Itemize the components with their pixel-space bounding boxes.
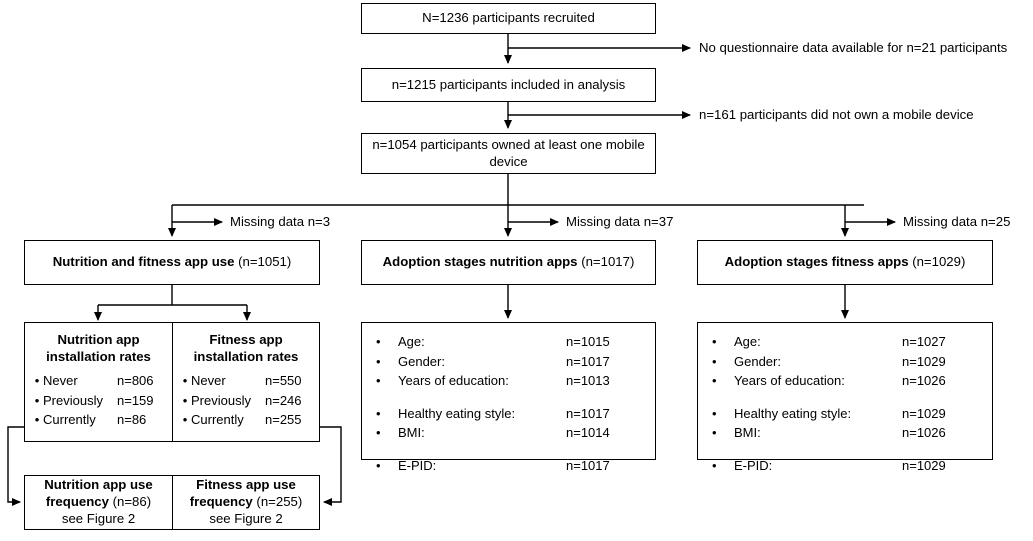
nutrition-frequency-figure-ref: see Figure 2 xyxy=(61,511,136,527)
nutrition-install-title-line2: installation rates xyxy=(46,349,151,365)
detail-row: • Age: n=1027 xyxy=(712,334,946,349)
installation-row: • Previously n=246 xyxy=(182,392,302,408)
recruited-label: N=1236 participants recruited xyxy=(422,10,595,26)
adoption-nutrition-count: (n=1017) xyxy=(577,254,635,270)
box-nutrition-variables-detail: • Age: n=1015 • Gender: n=1017 • Years o… xyxy=(361,322,656,473)
box-installation-rates: Nutrition app installation rates • Never… xyxy=(24,322,320,442)
detail-group-spacer xyxy=(376,443,641,456)
owned-device-label: n=1054 participants owned at least one m… xyxy=(372,136,645,169)
fitness-install-rows: • Never n=550 • Previously n=246 • Curre… xyxy=(179,371,313,430)
missing-data-label-adoption-nutrition: Missing data n=37 xyxy=(566,214,674,229)
detail-row: • Gender: n=1017 xyxy=(376,353,610,369)
nutrition-frequency-line2: frequency xyxy=(45,493,109,509)
installation-rates-fitness: Fitness app installation rates • Never n… xyxy=(172,323,319,441)
fitness-frequency-line2: frequency xyxy=(189,493,253,509)
box-adoption-stages-nutrition-apps: Adoption stages nutrition apps (n=1017) xyxy=(361,240,656,285)
installation-row: • Never n=550 xyxy=(182,373,302,389)
detail-row: • Gender: n=1029 xyxy=(712,353,946,369)
detail-row: • E-PID: n=1017 xyxy=(376,457,610,473)
box-participants-recruited: N=1236 participants recruited xyxy=(361,3,656,34)
included-label: n=1215 participants included in analysis xyxy=(391,76,626,92)
app-use-title: Nutrition and fitness app use xyxy=(52,254,235,270)
detail-group-spacer xyxy=(376,391,641,404)
detail-row: • Healthy eating style: n=1017 xyxy=(376,405,610,421)
box-adoption-stages-fitness-apps: Adoption stages fitness apps (n=1029) xyxy=(697,240,993,285)
use-frequency-nutrition: Nutrition app use frequency (n=86) see F… xyxy=(25,476,172,529)
installation-row: • Previously n=159 xyxy=(34,392,154,408)
detail-row: • Years of education: n=1013 xyxy=(376,373,610,388)
exclusion-label-no-mobile-device: n=161 participants did not own a mobile … xyxy=(699,107,974,122)
box-nutrition-and-fitness-app-use: Nutrition and fitness app use (n=1051) xyxy=(24,240,320,285)
installation-rates-nutrition: Nutrition app installation rates • Never… xyxy=(25,323,172,441)
app-use-count: (n=1051) xyxy=(234,254,292,270)
adoption-nutrition-title: Adoption stages nutrition apps xyxy=(382,254,578,270)
detail-row: • BMI: n=1026 xyxy=(712,425,946,440)
fitness-frequency-figure-ref: see Figure 2 xyxy=(209,511,283,527)
installation-row: • Never n=806 xyxy=(34,373,154,389)
fitness-frequency-count: (n=255) xyxy=(252,493,303,509)
fitness-install-title-line2: installation rates xyxy=(193,349,299,365)
adoption-fitness-count: (n=1029) xyxy=(908,254,966,270)
nutrition-frequency-count: (n=86) xyxy=(108,493,152,509)
installation-row: • Currently n=255 xyxy=(182,412,302,428)
detail-group-spacer xyxy=(712,391,978,404)
missing-data-label-adoption-fitness: Missing data n=25 xyxy=(903,214,1011,229)
box-participants-included: n=1215 participants included in analysis xyxy=(361,68,656,102)
detail-row: • Healthy eating style: n=1029 xyxy=(712,405,946,421)
detail-row: • Years of education: n=1026 xyxy=(712,373,946,388)
box-app-use-frequency: Nutrition app use frequency (n=86) see F… xyxy=(24,475,320,530)
missing-data-label-nutrition-fitness-use: Missing data n=3 xyxy=(230,214,331,229)
detail-group-spacer xyxy=(712,443,978,456)
nutrition-install-rows: • Never n=806 • Previously n=159 • Curre… xyxy=(31,371,166,430)
nutrition-frequency-line1: Nutrition app use xyxy=(44,476,153,492)
detail-row: • BMI: n=1014 xyxy=(376,425,610,440)
detail-row: • Age: n=1015 xyxy=(376,334,610,349)
detail-row: • E-PID: n=1029 xyxy=(712,457,946,473)
exclusion-label-no-questionnaire: No questionnaire data available for n=21… xyxy=(699,40,1008,55)
fitness-install-title-line1: Fitness app xyxy=(209,332,283,347)
installation-row: • Currently n=86 xyxy=(34,412,147,428)
nutrition-install-title-line1: Nutrition app xyxy=(57,332,140,347)
box-fitness-variables-detail: • Age: n=1027 • Gender: n=1029 • Years o… xyxy=(697,322,993,473)
box-owned-mobile-device: n=1054 participants owned at least one m… xyxy=(361,133,656,174)
adoption-fitness-title: Adoption stages fitness apps xyxy=(724,254,909,270)
use-frequency-fitness: Fitness app use frequency (n=255) see Fi… xyxy=(172,476,319,529)
fitness-frequency-line1: Fitness app use xyxy=(196,476,296,492)
